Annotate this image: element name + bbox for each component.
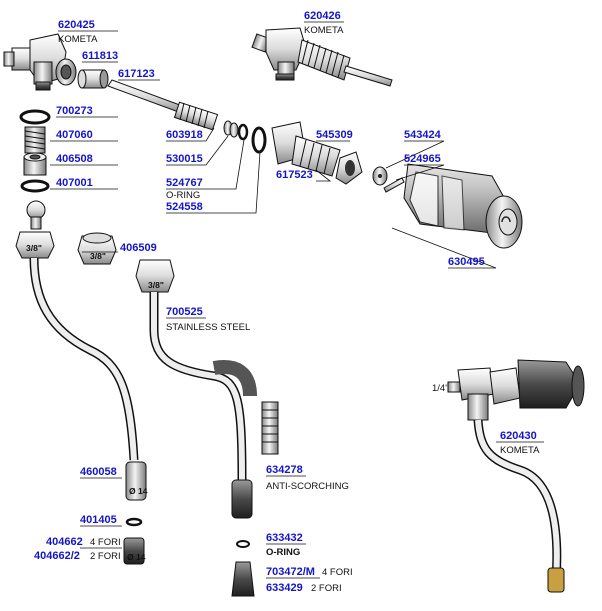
part-number-617523[interactable]: 617523 xyxy=(276,169,313,181)
part-number-603918[interactable]: 603918 xyxy=(166,129,203,141)
part-number-545309[interactable]: 545309 xyxy=(316,129,353,141)
stem-617123 xyxy=(107,79,189,115)
valve-assembly-620426 xyxy=(251,27,393,87)
part-number-460058[interactable]: 460058 xyxy=(80,466,117,478)
part-number-620430[interactable]: 620430 xyxy=(500,430,537,442)
fitting-406509 xyxy=(77,232,117,265)
part-number-611813[interactable]: 611813 xyxy=(82,50,118,62)
steam-tap-assembly-620430 xyxy=(447,359,585,593)
part-number-617123[interactable]: 617123 xyxy=(118,68,155,80)
o-ring-633432 xyxy=(236,540,250,548)
part-desc-703472: 4 FORI xyxy=(322,567,353,578)
fitting-size-mark: 3/8" xyxy=(26,243,42,253)
part-number-406508[interactable]: 406508 xyxy=(56,153,93,165)
part-desc-633432: O-RING xyxy=(266,547,300,558)
part-number-530015[interactable]: 530015 xyxy=(166,153,203,165)
nozzle-diameter-mark: Ø 14 xyxy=(127,552,146,562)
fitting-size-mark: 3/8" xyxy=(148,280,164,290)
knob-630495 xyxy=(403,163,523,249)
seal-524558 xyxy=(251,126,267,154)
steam-pipe-460058 xyxy=(15,200,147,501)
valve-body-620425 xyxy=(3,33,77,91)
part-number-620426[interactable]: 620426 xyxy=(304,10,341,22)
part-desc-620426: KOMETA xyxy=(304,25,344,36)
part-desc-700525: STAINLESS STEEL xyxy=(166,322,250,333)
part-desc-620430: KOMETA xyxy=(500,445,540,456)
spring-603918 xyxy=(173,101,219,131)
part-desc-404662: 4 FORI xyxy=(90,537,121,548)
body-617523 xyxy=(271,121,341,177)
fitting-size-mark: 3/8" xyxy=(90,251,106,261)
part-number-401405[interactable]: 401405 xyxy=(80,514,117,526)
part-desc-620425: KOMETA xyxy=(58,34,98,45)
part-number-543424[interactable]: 543424 xyxy=(404,129,442,141)
part-number-700273[interactable]: 700273 xyxy=(56,105,93,117)
part-number-524558[interactable]: 524558 xyxy=(166,201,203,213)
part-number-703472[interactable]: 703472/M xyxy=(266,566,315,578)
part-number-620425[interactable]: 620425 xyxy=(58,19,95,31)
nozzle-703472 xyxy=(231,561,255,597)
fitting-size-mark: 1/4" xyxy=(432,383,449,394)
o-ring-524767 xyxy=(237,123,249,141)
o-ring-700273 xyxy=(19,109,51,125)
gasket-406508 xyxy=(23,152,47,176)
part-desc-524767: O-RING xyxy=(166,190,200,201)
washer-530015 xyxy=(223,120,239,138)
o-ring-407001 xyxy=(20,179,50,193)
part-number-634278[interactable]: 634278 xyxy=(266,464,303,476)
part-desc-633429: 2 FORI xyxy=(311,583,342,594)
part-number-633432[interactable]: 633432 xyxy=(266,532,303,544)
part-number-404662[interactable]: 404662 xyxy=(46,536,83,548)
part-number-633429[interactable]: 633429 xyxy=(266,582,303,594)
part-number-630495[interactable]: 630495 xyxy=(448,256,485,268)
part-number-700525[interactable]: 700525 xyxy=(166,306,203,318)
part-desc-634278: ANTI-SCORCHING xyxy=(266,481,349,492)
part-number-406509[interactable]: 406509 xyxy=(120,242,157,254)
spring-407060 xyxy=(24,126,46,154)
part-number-407060[interactable]: 407060 xyxy=(56,129,93,141)
steam-pipe-700525 xyxy=(135,259,257,519)
o-ring-401405 xyxy=(125,517,143,527)
part-number-524965[interactable]: 524965 xyxy=(404,153,441,165)
nozzle-404662 xyxy=(123,537,145,565)
part-number-404662-2[interactable]: 404662/2 xyxy=(34,550,80,562)
washer-543424 xyxy=(372,166,388,186)
nut-545309 xyxy=(335,151,363,185)
leader-lines xyxy=(50,21,544,579)
part-number-407001[interactable]: 407001 xyxy=(56,177,93,189)
bushing-611813 xyxy=(77,69,109,89)
valve-spring-coils xyxy=(297,39,351,81)
part-number-524767[interactable]: 524767 xyxy=(166,177,203,189)
nozzle-diameter-mark: Ø 14 xyxy=(129,486,148,496)
pin-524965 xyxy=(383,177,405,193)
part-desc-404662-2: 2 FORI xyxy=(90,551,121,562)
anti-scorching-sleeve-634278 xyxy=(261,401,279,455)
